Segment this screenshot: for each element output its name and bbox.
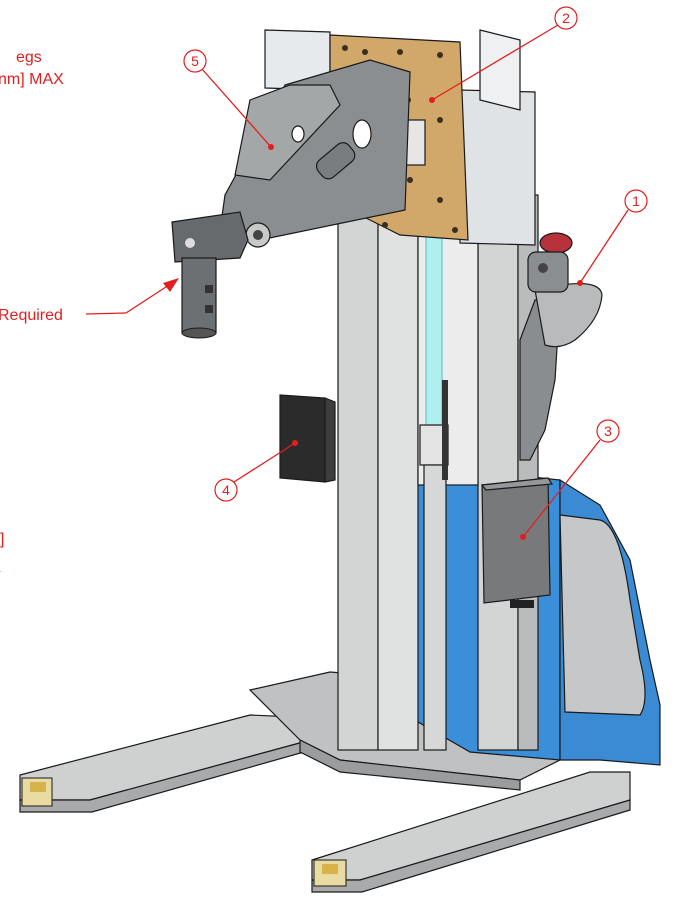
callout-2-number: 2 — [562, 10, 570, 26]
required-label: Required — [0, 307, 63, 324]
arm-post — [171, 211, 249, 339]
callout-5: 5 — [183, 49, 274, 150]
callout-2: 2 — [429, 6, 578, 103]
partial-label: \ — [0, 559, 1, 576]
top-panels — [264, 29, 536, 246]
callout-3: 3 — [520, 419, 620, 540]
side-box — [279, 394, 336, 483]
max-label: nm] MAX — [0, 71, 64, 88]
mast — [337, 194, 539, 751]
bracket-label: ] — [0, 531, 4, 548]
callout-4: 4 — [214, 440, 298, 502]
handle — [519, 232, 603, 461]
callout-1-number: 1 — [632, 193, 640, 209]
callout-5-number: 5 — [191, 53, 199, 69]
required-arrow — [85, 278, 179, 315]
callout-1: 1 — [577, 189, 648, 286]
arm-bracket — [219, 59, 411, 248]
legs-label: egs — [16, 49, 42, 66]
callout-4-number: 4 — [222, 482, 230, 498]
callout-3-number: 3 — [604, 423, 612, 439]
control-box — [480, 477, 554, 608]
